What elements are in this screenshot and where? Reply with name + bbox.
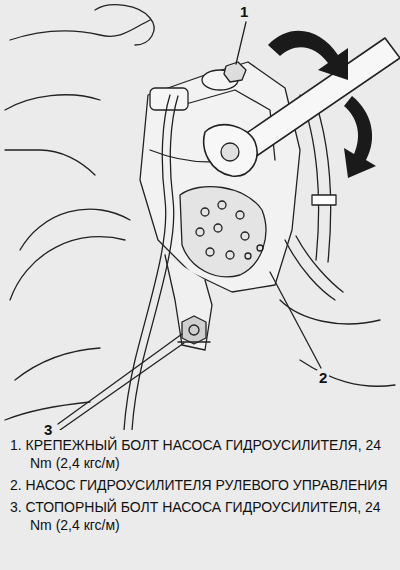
pump-illustration [0, 0, 400, 430]
caption-list: 1. КРЕПЕЖНЫЙ БОЛТ НАСОСА ГИДРОУСИЛИТЕЛЯ,… [10, 436, 392, 538]
callout-number: 1 [238, 4, 250, 20]
callout-number: 3 [42, 422, 54, 438]
caption-item: 2. НАСОС ГИДРОУСИЛИТЕЛЯ РУЛЕВОГО УПРАВЛЕ… [10, 476, 392, 494]
caption-item: 1. КРЕПЕЖНЫЙ БОЛТ НАСОСА ГИДРОУСИЛИТЕЛЯ,… [10, 436, 392, 472]
callout-number: 2 [317, 370, 329, 386]
caption-item: 3. СТОПОРНЫЙ БОЛТ НАСОСА ГИДРОУСИЛИТЕЛЯ,… [10, 498, 392, 534]
